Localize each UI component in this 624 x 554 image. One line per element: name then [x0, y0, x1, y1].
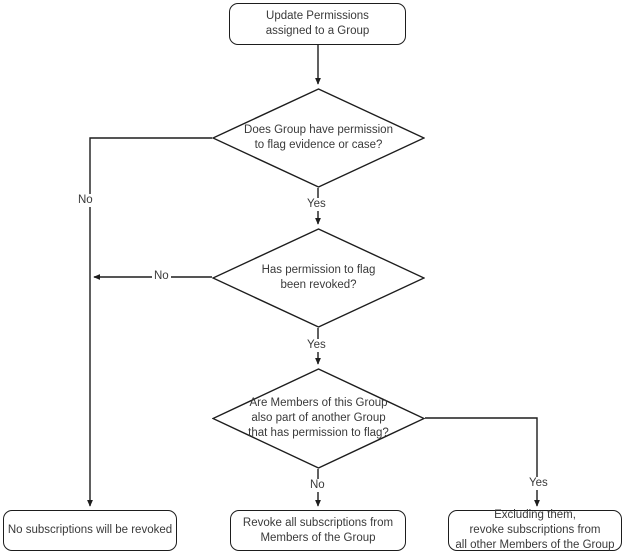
node-decision-revoked[interactable]: Has permission to flag been revoked?: [212, 228, 425, 328]
node-result-no-subscriptions-label: No subscriptions will be revoked: [7, 524, 173, 536]
node-start[interactable]: Update Permissions assigned to a Group: [229, 3, 406, 45]
edge-label-decision1-no: No: [76, 194, 95, 207]
edge-label-decision3-no: No: [308, 479, 327, 492]
diamond-shape: [212, 88, 425, 188]
node-result-excluding-them-label: Excluding them, revoke subscriptions fro…: [455, 509, 615, 551]
edge-label-decision2-no: No: [152, 270, 171, 283]
edge-decision1-no: [87, 137, 212, 507]
node-result-revoke-all-label: Revoke all subscriptions from Members of…: [242, 516, 394, 544]
node-decision-has-permission[interactable]: Does Group have permission to flag evide…: [212, 88, 425, 188]
diamond-shape: [212, 228, 425, 328]
node-decision-other-group[interactable]: Are Members of this Group also part of a…: [212, 368, 425, 469]
diamond-shape: [212, 368, 425, 469]
node-result-revoke-all[interactable]: Revoke all subscriptions from Members of…: [230, 510, 406, 551]
edge-label-decision3-yes: Yes: [527, 477, 550, 490]
node-result-excluding-them[interactable]: Excluding them, revoke subscriptions fro…: [448, 509, 622, 551]
edge-decision3-yes: [425, 417, 540, 507]
edge-label-decision1-yes: Yes: [305, 198, 328, 211]
node-start-label: Update Permissions assigned to a Group: [265, 10, 370, 37]
node-result-no-subscriptions[interactable]: No subscriptions will be revoked: [3, 510, 177, 551]
edge-label-decision2-yes: Yes: [305, 339, 328, 352]
